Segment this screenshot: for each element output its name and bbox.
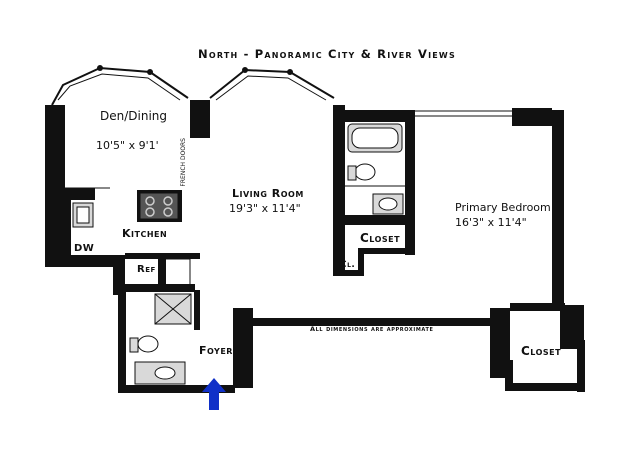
wall-bath-east-upper <box>405 110 415 255</box>
arrow-up-icon <box>202 378 226 410</box>
column-den <box>190 100 210 138</box>
window-living-bay <box>209 68 335 99</box>
room-living-dims: 19'3" x 11'4" <box>229 202 301 215</box>
window-corner <box>97 65 103 71</box>
wall-closet-east <box>577 340 585 392</box>
room-den-name: Den/Dining <box>100 109 168 123</box>
wall-bath-west-upper <box>333 105 345 225</box>
plan-title: North - Panoramic City & River Views <box>198 47 456 61</box>
fixtures <box>72 123 404 385</box>
wall-kitchen-jog <box>113 255 125 295</box>
dw-label: DW <box>74 243 95 254</box>
burner <box>163 207 173 217</box>
wall-closet-north <box>333 215 413 225</box>
wall-cl-south <box>333 270 363 276</box>
wall-living-south <box>250 318 495 326</box>
wall-bath-west <box>118 290 126 390</box>
kitchen-sink-basin <box>76 206 90 224</box>
wall-bath-north-upper <box>333 110 413 122</box>
wall-south-foyer <box>118 385 235 393</box>
ref-label: Ref <box>137 264 156 275</box>
toilet-tank-lower <box>129 337 139 353</box>
dimension-note: All dimensions are approximate <box>310 325 434 333</box>
window-den-bay <box>51 66 189 106</box>
burners <box>145 196 173 217</box>
wall-closet-south <box>358 248 413 254</box>
window-den-inner <box>57 73 181 101</box>
wall-west <box>45 105 65 265</box>
room-kitchen-name: Kitchen <box>122 227 168 240</box>
room-bedroom-dims: 16'3" x 11'4" <box>455 216 527 229</box>
wall-bath-east <box>194 290 200 330</box>
window-living-inner <box>215 75 327 101</box>
wall-bedroom-east <box>552 110 564 310</box>
wall-bath-north <box>125 284 195 292</box>
window-corners <box>97 65 293 75</box>
cl-label: Cl. <box>340 260 356 270</box>
closet-lower-label: Closet <box>521 344 562 358</box>
kitchen-counter-west <box>65 198 71 258</box>
room-foyer-name: Foyer <box>199 344 233 357</box>
window-corner <box>242 67 248 73</box>
toilet-upper <box>354 163 376 181</box>
kitchen-counter-north <box>65 188 95 200</box>
toilet-lower <box>137 335 159 353</box>
sink-lower <box>154 366 176 380</box>
interior-lines <box>65 185 405 288</box>
window-corner <box>147 69 153 75</box>
toilet-tank-upper <box>347 165 357 181</box>
room-bedroom-name: Primary Bedroom <box>455 201 551 214</box>
burner <box>145 207 155 217</box>
french-doors-label: French Doors <box>180 138 187 187</box>
closet-upper-label: Closet <box>360 231 401 245</box>
room-living-name: Living Room <box>232 187 304 200</box>
wall-closet-east-top <box>510 303 565 311</box>
cooktop <box>139 192 179 220</box>
sink-upper <box>378 197 398 211</box>
bathtub-basin <box>351 127 399 149</box>
column-foyer <box>233 308 253 388</box>
shower-x <box>154 293 192 325</box>
wall-closet-west-lower <box>505 360 513 390</box>
room-den-dims: 10'5" x 9'1' <box>96 139 159 152</box>
burner <box>145 196 155 206</box>
wall-cl-east <box>358 248 364 276</box>
wall-ref-east <box>158 256 166 286</box>
burner <box>163 196 173 206</box>
wall-closet-west <box>333 225 345 275</box>
column-bedroom-ne <box>512 108 552 126</box>
window-corner <box>287 69 293 75</box>
wall-closet-south-lower <box>505 383 585 391</box>
